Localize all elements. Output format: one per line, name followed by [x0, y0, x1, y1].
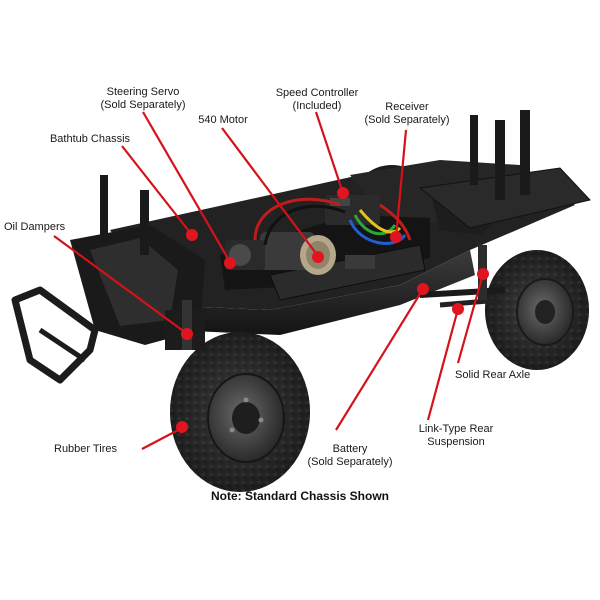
leader-speed-controller	[314, 111, 345, 194]
rear-tire-right	[485, 250, 589, 370]
label-link-rear-suspension-line1: Link-Type Rear	[418, 423, 494, 435]
label-battery-line1: Battery	[332, 443, 368, 455]
leader-motor	[221, 127, 319, 257]
leader-bathtub-chassis	[121, 145, 193, 236]
label-steering-servo-line2: (Sold Separately)	[100, 99, 186, 111]
label-bathtub-chassis: Bathtub Chassis	[40, 133, 140, 146]
leader-receiver	[394, 129, 408, 238]
dot-oil-dampers	[181, 328, 193, 340]
footer-note: Note: Standard Chassis Shown	[210, 489, 390, 503]
dot-motor	[312, 251, 324, 263]
label-bathtub-chassis-line1: Bathtub Chassis	[49, 133, 131, 145]
label-speed-controller-line2: (Included)	[292, 100, 342, 112]
rear-plate	[418, 110, 591, 229]
leader-battery	[335, 288, 424, 431]
label-solid-rear-axle: Solid Rear Axle	[455, 369, 555, 382]
leader-solid-rear-axle	[456, 273, 485, 364]
leader-steering-servo	[142, 111, 231, 263]
battery-tray	[269, 244, 426, 301]
leader-rubber-tires	[141, 427, 183, 450]
dot-steering-servo	[224, 257, 236, 269]
label-receiver: Receiver (Sold Separately)	[352, 101, 462, 127]
label-steering-servo-line1: Steering Servo	[106, 86, 180, 98]
label-receiver-line2: (Sold Separately)	[364, 114, 450, 126]
label-oil-dampers-line1: Oil Dampers	[4, 221, 66, 233]
dot-battery	[417, 283, 429, 295]
leader-link-suspension	[426, 308, 460, 421]
label-speed-controller: Speed Controller (Included)	[262, 87, 372, 113]
label-rubber-tires-line1: Rubber Tires	[54, 443, 117, 455]
label-solid-rear-axle-line1: Solid Rear Axle	[455, 369, 531, 381]
label-receiver-line1: Receiver	[385, 101, 429, 113]
dot-speed-controller	[337, 187, 349, 199]
label-rubber-tires: Rubber Tires	[54, 443, 144, 456]
label-link-rear-suspension: Link-Type Rear Suspension	[406, 423, 506, 449]
leader-oil-dampers	[53, 235, 187, 334]
motor-assembly	[225, 232, 336, 275]
label-540-motor: 540 Motor	[193, 114, 253, 127]
front-tire	[170, 332, 310, 492]
dot-receiver	[390, 231, 402, 243]
label-link-rear-suspension-line2: Suspension	[427, 436, 485, 448]
label-steering-servo: Steering Servo (Sold Separately)	[88, 86, 198, 112]
callout-dots	[176, 187, 489, 433]
dot-solid-rear-axle	[477, 268, 489, 280]
label-speed-controller-line1: Speed Controller	[275, 87, 359, 99]
front-bumper	[11, 286, 99, 384]
label-oil-dampers: Oil Dampers	[4, 221, 74, 234]
callout-leaders	[53, 111, 485, 450]
dot-link-suspension	[452, 303, 464, 315]
label-battery: Battery (Sold Separately)	[295, 443, 405, 469]
dot-bathtub-chassis	[186, 229, 198, 241]
label-540-motor-line1: 540 Motor	[198, 114, 248, 126]
dot-rubber-tires	[176, 421, 188, 433]
label-battery-line2: (Sold Separately)	[307, 456, 393, 468]
front-body-posts	[100, 175, 149, 255]
